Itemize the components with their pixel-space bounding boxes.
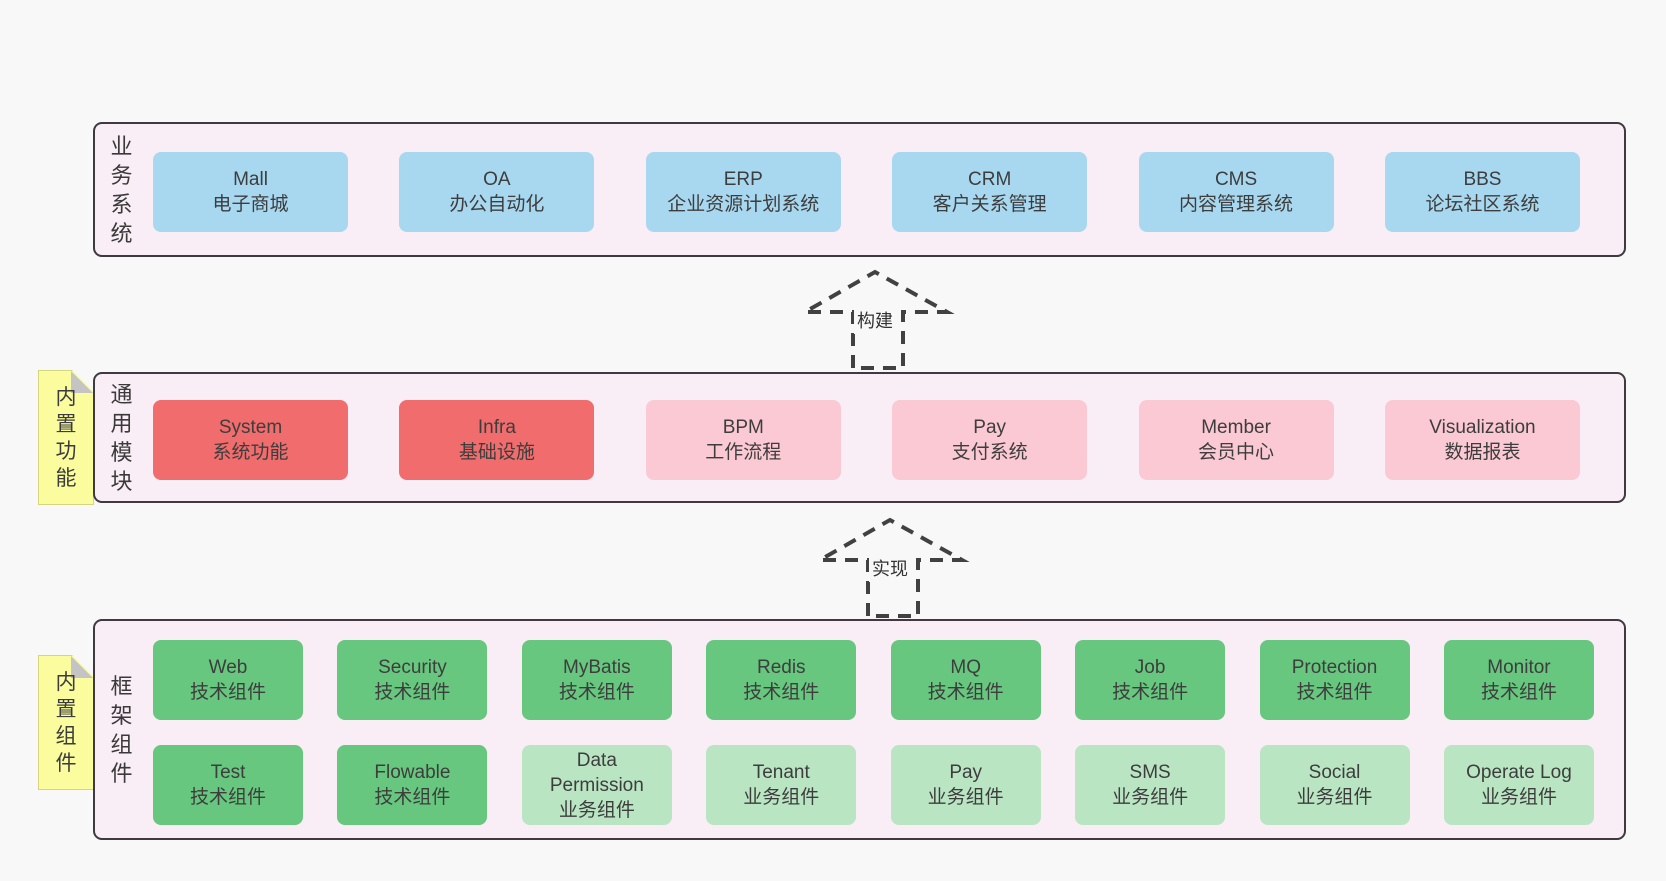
box-subtitle: 技术组件 <box>927 682 1004 703</box>
box-test: Test 技术组件 <box>153 745 303 825</box>
box-title: Social <box>1308 762 1361 783</box>
box-title: Web <box>208 657 248 678</box>
box-subtitle: 业务组件 <box>927 787 1004 808</box>
box-cms: CMS 内容管理系统 <box>1138 152 1334 232</box>
box-subtitle: 电子商城 <box>212 194 289 215</box>
implement-arrow-label: 实现 <box>869 554 911 582</box>
box-subtitle: 业务组件 <box>743 787 820 808</box>
box-subtitle: 会员中心 <box>1198 442 1275 463</box>
layer-label: 框架组件 <box>110 673 133 786</box>
box-subtitle: 系统功能 <box>212 442 289 463</box>
box-title: Member <box>1201 417 1271 438</box>
box-mq: MQ 技术组件 <box>890 640 1041 720</box>
box-flowable: Flowable 技术组件 <box>337 745 488 825</box>
box-bbs: BBS 论坛社区系统 <box>1384 152 1580 232</box>
box-pay-system: Pay 支付系统 <box>892 400 1088 480</box>
box-title: Security <box>378 657 447 678</box>
box-subtitle: 企业资源计划系统 <box>667 194 820 215</box>
box-crm: CRM 客户关系管理 <box>892 152 1088 232</box>
box-title: SMS <box>1129 762 1171 783</box>
box-title: Flowable <box>374 762 451 783</box>
box-title: OA <box>483 169 511 190</box>
box-title: Pay <box>949 762 983 783</box>
box-social: Social 业务组件 <box>1259 745 1410 825</box>
box-title: Job <box>1134 657 1166 678</box>
box-subtitle: 内容管理系统 <box>1179 194 1294 215</box>
box-subtitle: 技术组件 <box>189 787 266 808</box>
box-mall: Mall 电子商城 <box>153 152 348 232</box>
box-subtitle: 工作流程 <box>705 442 782 463</box>
box-title: CRM <box>968 169 1012 190</box>
box-subtitle: 办公自动化 <box>449 194 545 215</box>
box-sms: SMS 业务组件 <box>1075 745 1226 825</box>
box-subtitle: 技术组件 <box>1296 682 1373 703</box>
box-operate-log: Operate Log 业务组件 <box>1443 745 1594 825</box>
box-title: ERP <box>723 169 763 190</box>
box-job: Job 技术组件 <box>1075 640 1226 720</box>
box-subtitle: 支付系统 <box>951 442 1028 463</box>
box-title: Redis <box>756 657 806 678</box>
box-subtitle: 数据报表 <box>1444 442 1521 463</box>
box-mybatis: MyBatis 技术组件 <box>521 640 672 720</box>
box-pay-component: Pay 业务组件 <box>890 745 1041 825</box>
note-label: 内置功能 <box>55 385 77 490</box>
box-title: System <box>218 417 283 438</box>
box-system: System 系统功能 <box>153 400 348 480</box>
box-title: Operate Log <box>1466 762 1572 783</box>
box-title: Test <box>210 762 246 783</box>
layer-common-modules: 通用模块 System 系统功能 Infra 基础设施 BPM 工作流程 Pay… <box>93 372 1626 503</box>
box-subtitle: 业务组件 <box>1112 787 1189 808</box>
box-title: MQ <box>950 657 981 678</box>
box-title: Tenant <box>752 762 810 783</box>
layer-label: 业务系统 <box>110 133 133 246</box>
build-arrow-label: 构建 <box>854 306 896 334</box>
layer-framework-components: 框架组件 Web 技术组件 Security 技术组件 MyBatis 技术组件… <box>93 619 1626 840</box>
box-subtitle: 业务组件 <box>1480 787 1557 808</box>
box-subtitle: 技术组件 <box>558 682 635 703</box>
box-redis: Redis 技术组件 <box>706 640 857 720</box>
implement-arrow-up-icon: 实现 <box>810 510 972 622</box>
box-title: Visualization <box>1429 417 1536 438</box>
box-title: MyBatis <box>563 657 631 678</box>
layer-label: 通用模块 <box>110 381 133 494</box>
box-subtitle: 客户关系管理 <box>932 194 1047 215</box>
box-title: Protection <box>1291 657 1378 678</box>
box-subtitle: 基础设施 <box>458 442 535 463</box>
box-title: CMS <box>1214 169 1258 190</box>
box-visualization: Visualization 数据报表 <box>1384 400 1580 480</box>
sticky-note-builtin-features: 内置功能 <box>38 370 94 505</box>
box-subtitle: 业务组件 <box>1296 787 1373 808</box>
box-oa: OA 办公自动化 <box>399 152 595 232</box>
box-subtitle: 技术组件 <box>1480 682 1557 703</box>
box-subtitle: 技术组件 <box>1112 682 1189 703</box>
box-erp: ERP 企业资源计划系统 <box>645 152 841 232</box>
sticky-note-builtin-components: 内置组件 <box>38 655 94 790</box>
box-subtitle: 技术组件 <box>374 682 451 703</box>
box-title: Mall <box>233 169 268 190</box>
box-member: Member 会员中心 <box>1138 400 1334 480</box>
box-title: Data Permission <box>549 749 644 796</box>
layer-business-systems: 业务系统 Mall 电子商城 OA 办公自动化 ERP 企业资源计划系统 CRM… <box>93 122 1626 257</box>
box-subtitle: 技术组件 <box>374 787 451 808</box>
box-bpm: BPM 工作流程 <box>645 400 841 480</box>
box-web: Web 技术组件 <box>153 640 303 720</box>
note-label: 内置组件 <box>55 670 77 775</box>
box-infra: Infra 基础设施 <box>399 400 595 480</box>
box-subtitle: 论坛社区系统 <box>1425 194 1540 215</box>
box-data-permission: Data Permission 业务组件 <box>521 745 672 825</box>
box-subtitle: 业务组件 <box>558 799 635 821</box>
box-title: BBS <box>1463 169 1502 190</box>
box-title: Monitor <box>1487 657 1551 678</box>
box-title: Pay <box>973 417 1007 438</box>
build-arrow-up-icon: 构建 <box>795 262 957 374</box>
box-title: Infra <box>477 417 516 438</box>
box-tenant: Tenant 业务组件 <box>706 745 857 825</box>
box-title: BPM <box>722 417 764 438</box>
box-subtitle: 技术组件 <box>743 682 820 703</box>
box-monitor: Monitor 技术组件 <box>1443 640 1594 720</box>
box-subtitle: 技术组件 <box>189 682 266 703</box>
box-security: Security 技术组件 <box>337 640 488 720</box>
box-protection: Protection 技术组件 <box>1259 640 1410 720</box>
